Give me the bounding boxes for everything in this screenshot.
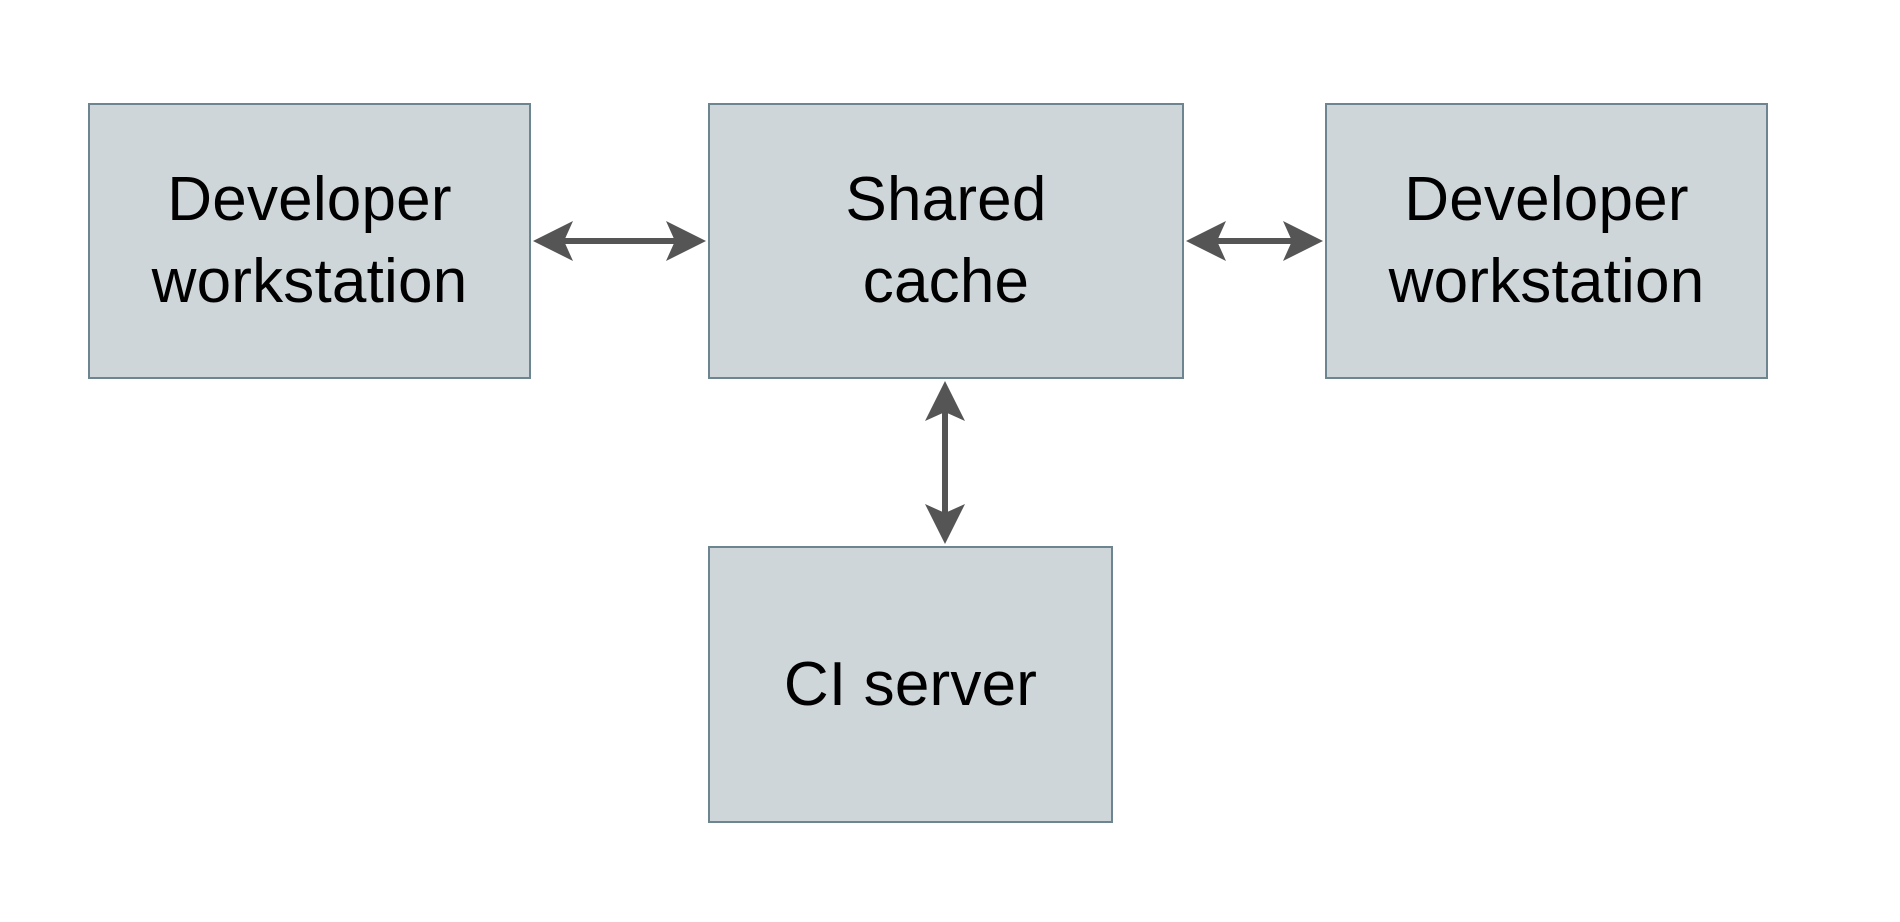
double-arrow-horizontal-icon bbox=[1186, 221, 1323, 261]
node-label: Developer workstation bbox=[151, 165, 468, 316]
node-ci-server[interactable]: CI server bbox=[708, 546, 1113, 823]
double-arrow-vertical-icon bbox=[925, 381, 965, 544]
node-label: CI server bbox=[783, 649, 1038, 719]
connector-dev-left-to-cache bbox=[533, 211, 706, 271]
connector-cache-to-ci-server bbox=[915, 381, 975, 544]
node-dev-workstation-right[interactable]: Developer workstation bbox=[1325, 103, 1768, 379]
node-label: Shared cache bbox=[845, 165, 1047, 316]
connector-cache-to-dev-right bbox=[1186, 211, 1323, 271]
node-shared-cache[interactable]: Shared cache bbox=[708, 103, 1184, 379]
node-dev-workstation-left[interactable]: Developer workstation bbox=[88, 103, 531, 379]
double-arrow-horizontal-icon bbox=[533, 221, 706, 261]
node-label: Developer workstation bbox=[1388, 165, 1705, 316]
